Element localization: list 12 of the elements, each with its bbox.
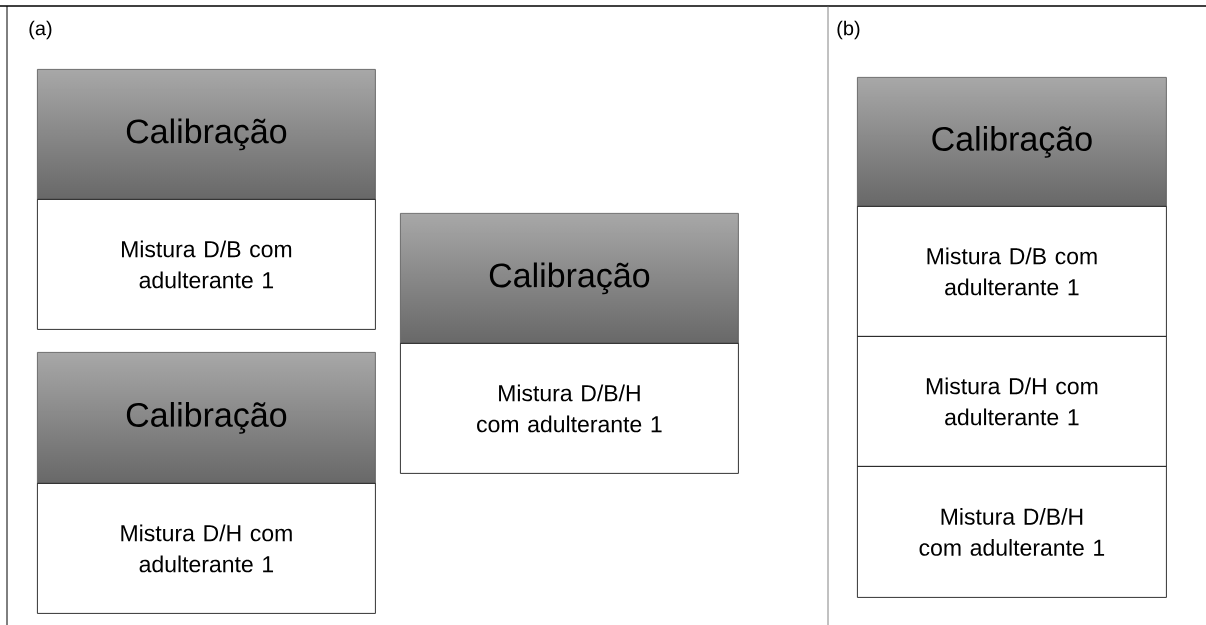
- mixture-box: Mistura D/B/H com adulterante 1: [857, 466, 1167, 598]
- calibration-box: Calibração: [400, 213, 739, 344]
- mixture-box: Mistura D/B com adulterante 1: [37, 199, 376, 330]
- mixture-box: Mistura D/B/H com adulterante 1: [400, 343, 739, 474]
- panel-label: (b): [837, 20, 860, 40]
- calibration-box: Calibração: [37, 352, 376, 484]
- mixture-box: Mistura D/B com adulterante 1: [857, 206, 1167, 337]
- panel-label: (a): [29, 20, 52, 40]
- mixture-box: Mistura D/H com adulterante 1: [37, 483, 376, 614]
- calibration-box: Calibração: [857, 77, 1167, 207]
- calibration-box: Calibração: [37, 69, 376, 200]
- mixture-box: Mistura D/H com adulterante 1: [857, 336, 1167, 467]
